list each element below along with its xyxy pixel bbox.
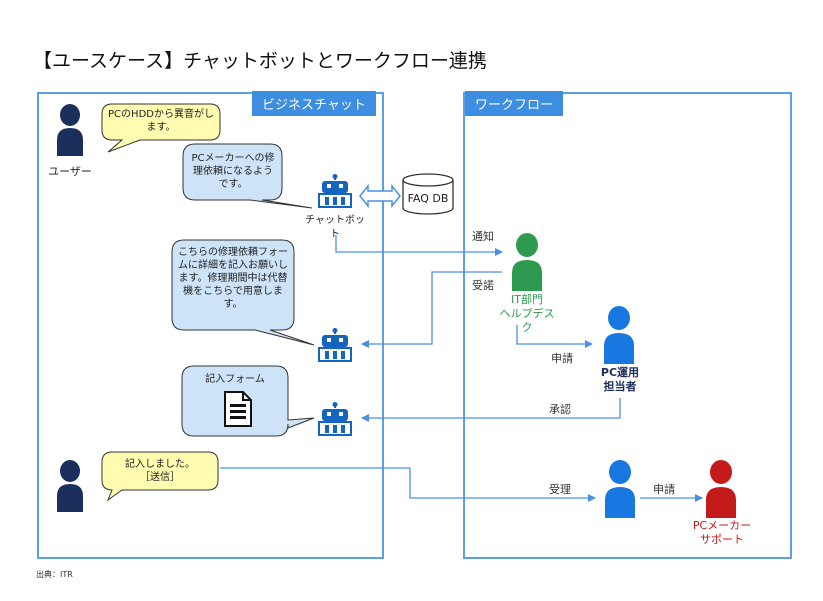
chatbot-label: チャットボット	[305, 215, 365, 240]
helpdesk-person-icon	[512, 233, 542, 291]
bubble-bot2-text: こちらの修理依頼フォームに詳細を記入お願いします。修理期間中は代替機をこちらで用…	[178, 247, 288, 310]
bubble-bot1-shape	[182, 143, 313, 209]
edge-label-accept: 受諾	[472, 279, 494, 292]
helpdesk-label-text: IT部門 ヘルプデスク	[499, 293, 555, 334]
workflow-panel	[463, 92, 792, 559]
bubble-bot1-text: PCメーカーへの修理依頼になるようです。	[191, 153, 275, 190]
pc-admin-person-icon	[604, 306, 634, 364]
approve-arrow	[361, 398, 621, 422]
helpdesk-label: IT部門 ヘルプデスク	[497, 293, 557, 335]
robot-icon-2	[318, 328, 352, 362]
database-icon	[402, 173, 454, 215]
bubble-user2-shape	[101, 451, 219, 502]
accept-arrow	[361, 271, 502, 348]
pc-admin-label: PC運用 担当者	[590, 366, 650, 394]
receive-arrow	[220, 467, 596, 502]
pc-maker-label: PCメーカー サポート	[686, 519, 758, 547]
pc-maker-label-text: PCメーカー サポート	[692, 519, 752, 546]
apply-arrow-1	[516, 325, 593, 348]
robot-icon	[318, 174, 352, 208]
business-chat-panel-title: ビジネスチャット	[252, 91, 376, 116]
user-icon-2	[57, 460, 83, 512]
user-label: ユーザー	[48, 165, 92, 178]
edge-label-notify: 通知	[472, 230, 494, 243]
bubble-form-text: 記入フォーム	[205, 374, 265, 385]
user-icon	[57, 104, 83, 156]
bubble-user1-text: PCのHDDから異音がします。	[108, 109, 214, 133]
page-title: 【ユースケース】チャットボットとワークフロー連携	[33, 50, 487, 72]
edge-label-receive: 受理	[549, 483, 571, 496]
faq-double-arrow	[359, 183, 401, 209]
edge-label-approve: 承認	[549, 403, 571, 416]
workflow-panel-title: ワークフロー	[465, 91, 564, 116]
document-icon	[224, 391, 252, 427]
pc-admin-person-icon-2	[605, 460, 635, 518]
edge-label-apply-1: 申請	[551, 352, 573, 365]
notify-arrow	[335, 235, 503, 256]
pc-maker-person-icon	[706, 460, 736, 518]
source-note: 出典：ITR	[36, 570, 73, 579]
bubble-user2-text: 記入しました。［送信］	[125, 459, 195, 483]
robot-icon-3	[318, 402, 352, 436]
business-chat-panel	[37, 92, 384, 559]
bubble-bot2-shape	[171, 239, 315, 346]
pc-admin-label-text: PC運用 担当者	[600, 366, 640, 393]
edge-label-apply-2: 申請	[653, 483, 675, 496]
faq-db-label: FAQ DB	[407, 192, 449, 205]
bubble-user1-shape	[101, 103, 221, 153]
